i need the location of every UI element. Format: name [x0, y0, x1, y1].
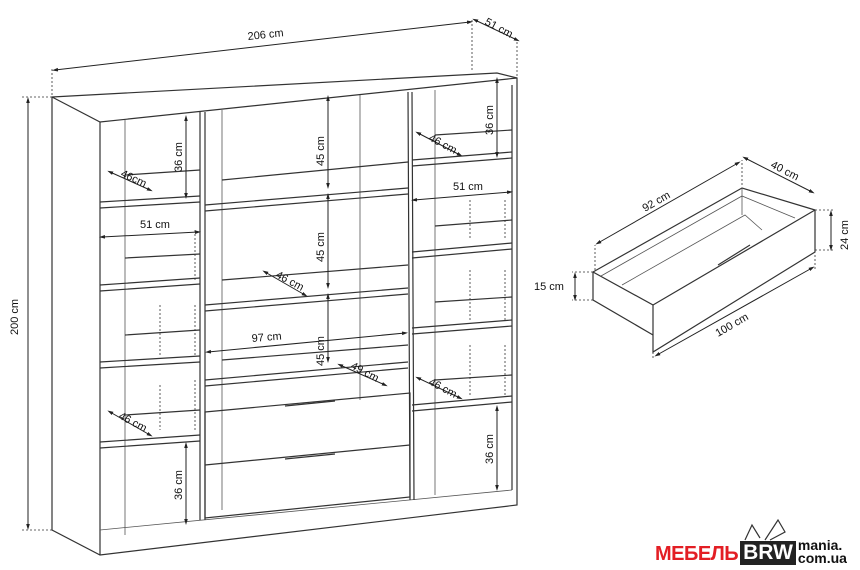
drawer-front-height-label: 24 cm: [839, 220, 851, 250]
dim-label: 49 cm: [349, 360, 381, 385]
brand-logo: МЕБЕЛЬ BRW mania. com.ua: [655, 525, 847, 565]
logo-text-mebel: МЕБЕЛЬ: [655, 543, 739, 565]
dim-label: 97 cm: [251, 330, 282, 345]
dim-label: 36 cm: [173, 142, 185, 172]
drawer-depth-label: 40 cm: [769, 159, 801, 183]
logo-text-comua: com.ua: [797, 550, 847, 566]
dim-label: 46 cm: [427, 132, 459, 157]
dim-label: 45 cm: [315, 232, 327, 262]
dim-label: 36 cm: [484, 434, 496, 464]
inner-dimensions: 36 cm 46cm 51 cm 45 cm 45 cm 45 cm 46 cm…: [99, 77, 513, 525]
drawer-diagram: 92 cm 40 cm 24 cm 15 cm 100 cm: [534, 156, 851, 358]
drawer-side-height-label: 15 cm: [534, 281, 564, 293]
dim-label: 51 cm: [140, 219, 170, 231]
dim-label: 36 cm: [484, 105, 496, 135]
drawer-length-label: 92 cm: [641, 189, 673, 214]
dim-label: 51 cm: [453, 181, 483, 193]
dim-label: 46 cm: [274, 269, 306, 294]
drawer-front-length-label: 100 cm: [714, 311, 751, 339]
dim-label: 36 cm: [173, 470, 185, 500]
dim-label: 45 cm: [315, 136, 327, 166]
wardrobe-body: [51, 72, 518, 556]
logo-domain: mania. com.ua: [797, 537, 847, 566]
dim-label: 46cm: [119, 168, 148, 190]
overall-dimensions: 206 cm 51 cm 200 cm: [9, 16, 520, 531]
height-label: 200 cm: [9, 299, 21, 335]
chair-logo-icon: [744, 518, 786, 541]
logo-text-brw: BRW: [740, 541, 796, 565]
depth-label: 51 cm: [483, 16, 515, 41]
logo-text-mania: mania.: [797, 537, 843, 553]
width-label: 206 cm: [247, 27, 284, 43]
